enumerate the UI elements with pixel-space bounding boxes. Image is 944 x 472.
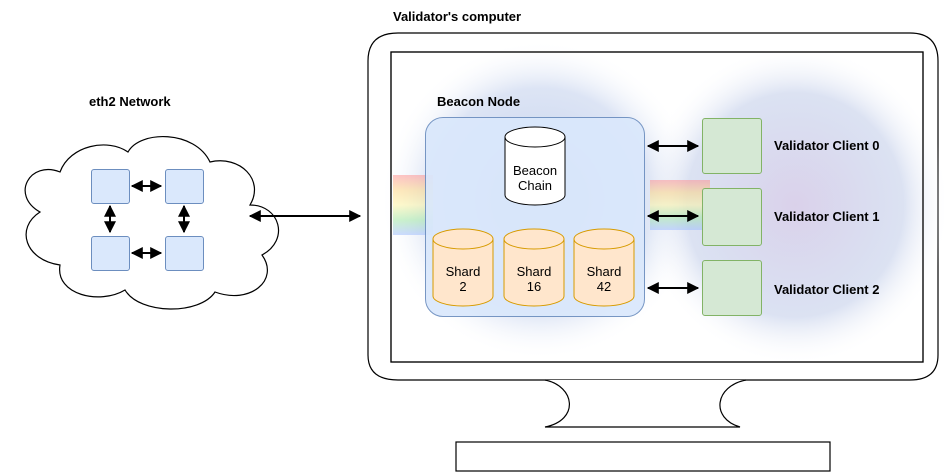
validator-client-2-box bbox=[702, 260, 762, 316]
validator-client-0-label: Validator Client 0 bbox=[774, 138, 880, 153]
shard-label-42: Shard 42 bbox=[574, 264, 634, 294]
shard-label-2: Shard 2 bbox=[433, 264, 493, 294]
beacon-chain-label-line1: Beacon bbox=[512, 163, 558, 178]
peer-node-top-right bbox=[165, 169, 204, 204]
peer-node-bottom-right bbox=[165, 236, 204, 271]
shard-label-line2: 2 bbox=[459, 279, 467, 294]
validator-client-2-label: Validator Client 2 bbox=[774, 282, 880, 297]
computer-title: Validator's computer bbox=[393, 9, 522, 24]
peer-node-bottom-left bbox=[91, 236, 130, 271]
monitor-stand bbox=[544, 379, 747, 428]
validator-client-1-label: Validator Client 1 bbox=[774, 209, 880, 224]
shard-cylinder-2 bbox=[432, 228, 494, 307]
shard-label-line1: Shard bbox=[586, 264, 622, 279]
shard-cylinder-16 bbox=[503, 228, 565, 307]
network-cloud-shape bbox=[24, 135, 280, 310]
monitor-base bbox=[455, 441, 831, 472]
validator-client-0-box bbox=[702, 118, 762, 174]
shard-cylinder-42 bbox=[573, 228, 635, 307]
beacon-chain-label: Beacon Chain bbox=[505, 163, 565, 193]
beacon-chain-cylinder bbox=[504, 126, 566, 206]
shard-label-line2: 42 bbox=[596, 279, 612, 294]
shard-label-line1: Shard bbox=[445, 264, 481, 279]
shard-label-line1: Shard bbox=[516, 264, 552, 279]
shard-label-16: Shard 16 bbox=[504, 264, 564, 294]
beacon-chain-label-line2: Chain bbox=[518, 178, 552, 193]
beacon-node-title: Beacon Node bbox=[437, 94, 521, 109]
validator-client-1-box bbox=[702, 188, 762, 246]
network-title: eth2 Network bbox=[89, 94, 171, 109]
shard-label-line2: 16 bbox=[526, 279, 542, 294]
peer-node-top-left bbox=[91, 169, 130, 204]
